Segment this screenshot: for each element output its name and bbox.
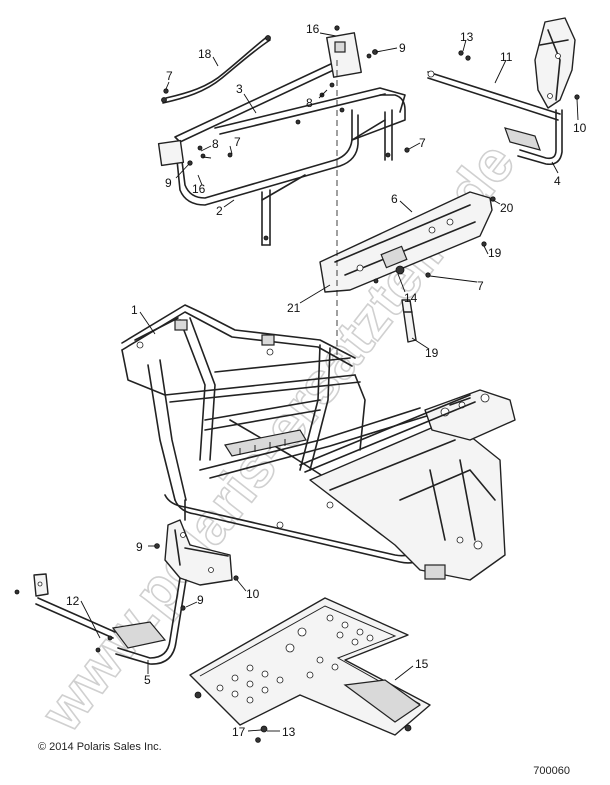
callout-14: 14: [404, 291, 418, 305]
callout-21: 21: [287, 301, 301, 315]
callout-20: 20: [500, 201, 514, 215]
callout-6: 6: [391, 192, 398, 206]
callout-19: 19: [425, 346, 439, 360]
callout-9: 9: [136, 540, 143, 554]
callout-9: 9: [197, 593, 204, 607]
part-15-skid-plate: [189, 597, 431, 736]
callout-13: 13: [460, 30, 474, 44]
part-1-main-frame: [121, 304, 516, 581]
callout-16: 16: [306, 22, 320, 36]
callout-9: 9: [399, 41, 406, 55]
fasteners-right-top: [458, 50, 580, 100]
callout-11: 11: [500, 50, 513, 64]
fasteners-lower-left: [14, 543, 239, 653]
part-11-tube: [427, 70, 561, 121]
callout-16: 16: [192, 182, 206, 196]
callout-13: 13: [282, 725, 296, 739]
callout-18: 18: [198, 47, 212, 61]
callout-7: 7: [419, 136, 426, 150]
callout-10: 10: [573, 121, 587, 135]
callout-17: 17: [232, 725, 246, 739]
copyright-text: © 2014 Polaris Sales Inc.: [38, 741, 162, 753]
callout-9: 9: [165, 176, 172, 190]
part-18-tube: [161, 35, 271, 104]
callout-1: 1: [131, 303, 138, 317]
part-6-crossmember: [319, 191, 493, 293]
callout-8: 8: [212, 137, 219, 151]
callout-3: 3: [236, 82, 243, 96]
callouts: 18 7 3 16 9 8 7 8 9 16 2 7 13 11 10 4 6 …: [66, 22, 587, 739]
callout-10: 10: [246, 587, 260, 601]
callout-19: 19: [488, 246, 502, 260]
part-19-bracket: [401, 299, 417, 343]
fasteners-bottom: [255, 725, 268, 743]
callout-7: 7: [477, 279, 484, 293]
fasteners-mid: [425, 196, 496, 278]
leader-lines: [80, 32, 579, 732]
callout-5: 5: [144, 673, 151, 687]
part-4-bracket: [504, 17, 576, 166]
callout-4: 4: [554, 174, 561, 188]
part-5-bracket: [111, 519, 233, 665]
callout-2: 2: [216, 204, 223, 218]
drawing-number: 700060: [533, 765, 570, 777]
callout-7: 7: [166, 69, 173, 83]
part-2-cab-frame: [157, 32, 406, 246]
part-12-tube: [33, 573, 116, 639]
fasteners-top: [163, 25, 410, 166]
callout-7: 7: [234, 135, 241, 149]
skid-plate-holes: [216, 614, 374, 704]
callout-12: 12: [66, 594, 80, 608]
callout-8: 8: [306, 96, 313, 110]
callout-15: 15: [415, 657, 429, 671]
